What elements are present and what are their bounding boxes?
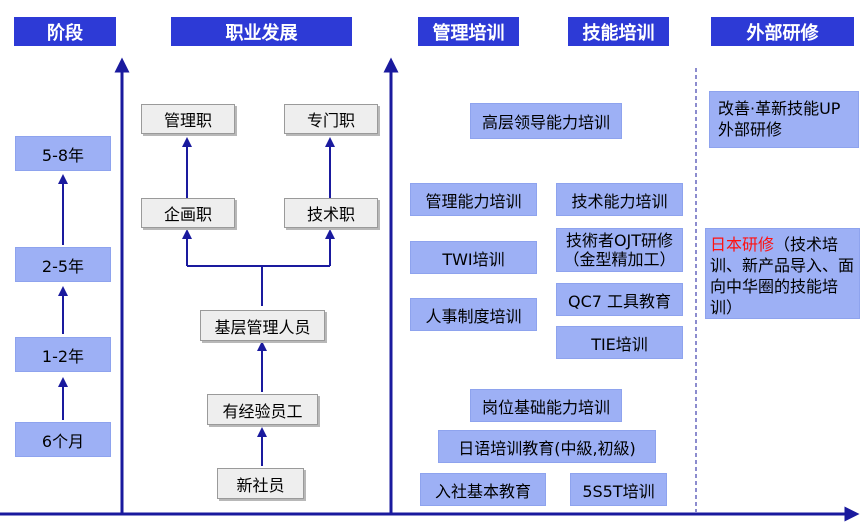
stage-6-months: 6个月 [15, 422, 111, 457]
header-skill-training: 技能培训 [568, 17, 669, 46]
career-management-post: 管理职 [141, 104, 235, 134]
training-ojt: 技術者OJT研修（金型精加工） [556, 228, 683, 272]
career-planning-post: 企画职 [141, 198, 235, 228]
external-kaizen: 改善·革新技能UP外部研修 [709, 91, 859, 148]
training-japanese: 日语培训教育(中級,初級) [438, 430, 656, 463]
external-japan-detail: （技术培训、新产品导入、面向中华圈的技能培训） [710, 235, 855, 317]
header-mgmt-training: 管理培训 [418, 17, 519, 46]
career-technical-post: 技术职 [284, 198, 378, 228]
training-senior-leadership: 高层领导能力培训 [470, 103, 622, 139]
training-twi: TWI培训 [410, 241, 537, 274]
stage-5-8-years: 5-8年 [15, 136, 111, 171]
career-specialist-post: 专门职 [284, 104, 378, 134]
header-stage: 阶段 [14, 17, 116, 46]
career-experienced-staff: 有经验员工 [207, 394, 318, 425]
training-post-basic: 岗位基础能力培训 [470, 389, 622, 422]
training-technical-ability: 技术能力培训 [556, 183, 683, 216]
header-career: 职业发展 [171, 17, 352, 46]
training-hr-system: 人事制度培训 [410, 298, 537, 331]
external-japan: 日本研修（技术培训、新产品导入、面向中华圈的技能培训） [705, 228, 860, 319]
career-junior-manager: 基层管理人员 [200, 310, 325, 341]
career-new-hire: 新社员 [217, 468, 304, 499]
stage-2-5-years: 2-5年 [15, 247, 111, 282]
external-japan-title: 日本研修 [710, 235, 775, 254]
training-qc7: QC7 工具教育 [556, 283, 683, 316]
training-orientation: 入社基本教育 [420, 473, 546, 506]
training-tie: TIE培训 [556, 326, 683, 359]
training-5s5t: 5S5T培训 [570, 473, 667, 506]
training-management-ability: 管理能力培训 [410, 183, 537, 216]
header-external: 外部研修 [711, 17, 854, 46]
stage-1-2-years: 1-2年 [15, 337, 111, 372]
